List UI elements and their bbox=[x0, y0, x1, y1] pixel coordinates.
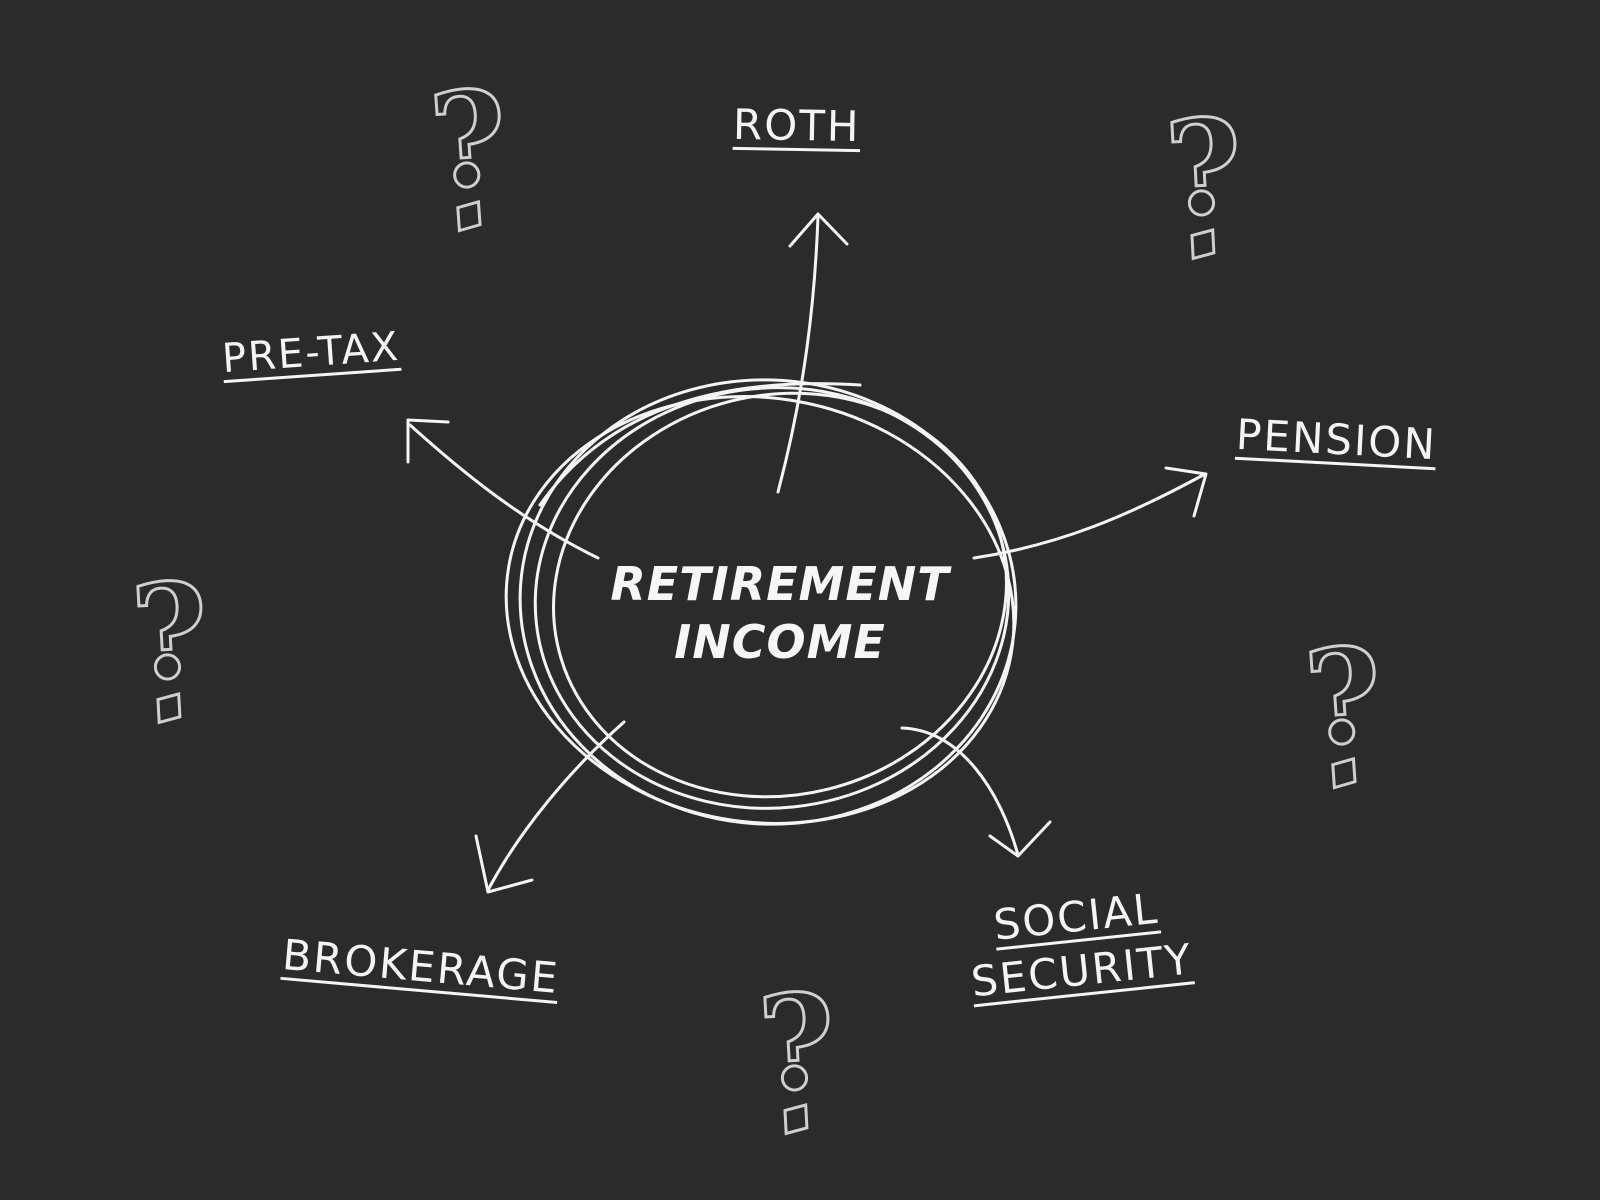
label-social-security: SOCIAL SECURITY bbox=[963, 879, 1195, 1010]
center-title: RETIREMENT INCOME bbox=[560, 555, 1000, 671]
arrow-brokerage bbox=[474, 720, 626, 894]
question-mark-icon: ? bbox=[112, 552, 231, 740]
center-rings bbox=[504, 378, 1018, 826]
label-roth: ROTH bbox=[732, 99, 861, 152]
arrow-roth bbox=[776, 212, 849, 494]
question-mark-icon: ? bbox=[1284, 616, 1406, 805]
arrow-pretax bbox=[406, 418, 600, 560]
question-mark-icon: ? bbox=[1146, 88, 1265, 276]
center-title-line2: INCOME bbox=[674, 615, 886, 669]
center-title-line1: RETIREMENT bbox=[610, 557, 950, 611]
arrow-pension bbox=[972, 466, 1208, 560]
question-mark-icon: ? bbox=[409, 59, 531, 248]
question-mark-icon: ? bbox=[739, 963, 858, 1151]
arrow-social-security bbox=[900, 726, 1052, 858]
